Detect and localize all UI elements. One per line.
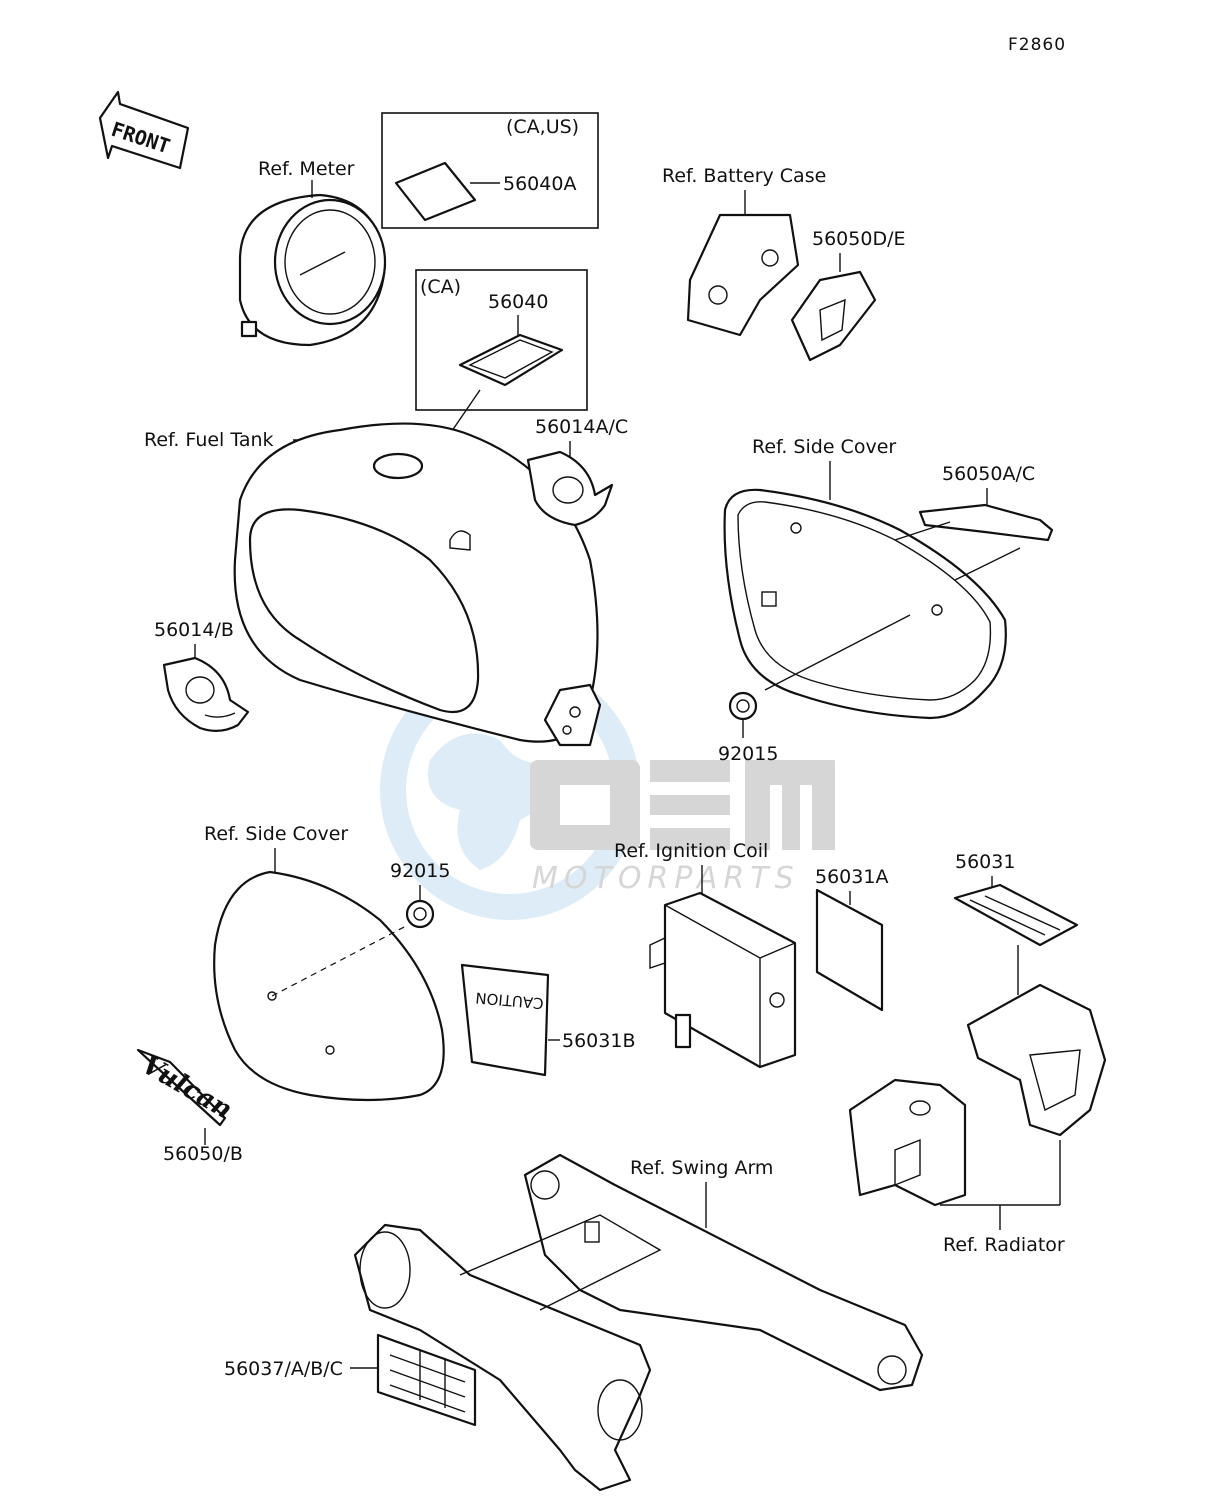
meter-assembly: Ref. Meter [238,158,387,347]
part-56050de-label: 56050D/E [812,228,905,250]
ref-ignition-coil-label: Ref. Ignition Coil [614,840,768,862]
side-cover-right: Ref. Side Cover 56050A/C [723,436,1054,720]
vulcan-emblem: Vulcan 56050/B [137,1048,243,1165]
tank-emblem-left: 56014/B [154,619,250,732]
ignition-coil: Ref. Ignition Coil [614,840,797,1069]
part-56037abc-label: 56037/A/B/C [224,1358,343,1380]
battery-case: Ref. Battery Case 56050D/E [662,165,905,362]
radiator: Ref. Radiator [848,983,1107,1256]
caution-decal: CAUTION 56031B [460,963,635,1077]
part-56014b-label: 56014/B [154,619,234,641]
tank-emblem-right: 56014A/C [526,416,628,527]
region-ca-us: (CA,US) [506,116,579,138]
decal-56031a: 56031A [815,866,888,1012]
part-56031a-label: 56031A [815,866,888,888]
ref-battery-case-label: Ref. Battery Case [662,165,826,187]
emblem-script: Vulcan [137,1050,238,1125]
ref-side-cover-right-label: Ref. Side Cover [752,436,896,458]
part-56040a-label: 56040A [503,173,576,195]
watermark-subtitle: MOTORPARTS [532,861,800,896]
figure-code: F2860 [1008,35,1066,55]
front-arrow: FRONT [98,90,190,170]
part-56031b-label: 56031B [562,1030,635,1052]
fuel-tank: Ref. Fuel Tank [144,422,602,747]
part-56031-label: 56031 [955,851,1015,873]
ref-swing-arm-label: Ref. Swing Arm [630,1157,773,1179]
label-box-ca: (CA) 56040 [415,269,588,461]
decal-56031: 56031 [953,851,1079,995]
swing-arm: Ref. Swing Arm [353,1153,924,1492]
side-cover-left: Ref. Side Cover 92015 [204,823,450,1102]
part-56014ac-label: 56014A/C [535,416,628,438]
part-56050ac-label: 56050A/C [942,463,1035,485]
grommet-right: 92015 [718,691,778,765]
part-92015-left-label: 92015 [390,860,450,882]
label-box-ca-us: (CA,US) 56040A [381,112,599,229]
ref-meter-label: Ref. Meter [258,158,355,180]
part-92015-right-label: 92015 [718,743,778,765]
ref-side-cover-left-label: Ref. Side Cover [204,823,348,845]
ref-fuel-tank-label: Ref. Fuel Tank [144,429,274,451]
caution-decal-text: CAUTION [475,989,545,1013]
decal-56037: 56037/A/B/C [224,1333,477,1427]
part-56040-label: 56040 [488,291,548,313]
region-ca: (CA) [420,276,461,298]
part-56050b-label: 56050/B [163,1143,243,1165]
ref-radiator-label: Ref. Radiator [943,1234,1065,1256]
